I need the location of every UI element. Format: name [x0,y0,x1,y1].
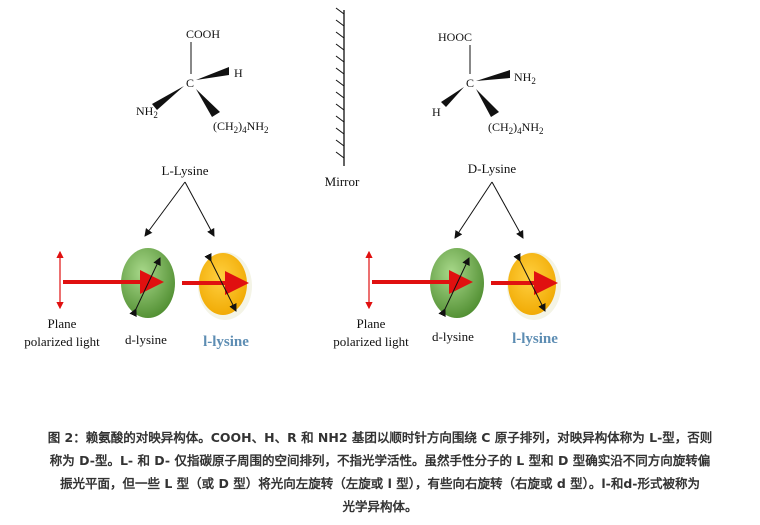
l-lysine-structure: COOH C H NH2 (CH2)4NH2 L-Lysine [136,27,269,237]
plane-label: Plane [357,316,386,331]
caption-line: 振光平面，但一些 L 型（或 D 型）将光向左旋转（左旋或 l 型），有些向右旋… [60,476,700,491]
cooh-label: COOH [186,27,220,41]
carbon-label: C [466,76,474,90]
rotation-arrow [129,257,161,318]
d-lysine-structure: HOOC C NH2 H (CH2)4NH2 D-Lysine [432,30,544,239]
carbon-label: C [186,76,194,90]
d-lysine-name: D-Lysine [468,161,517,176]
l-lysine-label: l-lysine [203,334,249,350]
nh2-label: NH2 [514,70,536,86]
l-lysine-label: l-lysine [512,331,558,347]
caption-line: 光学异构体。 [342,499,418,514]
figure-caption: 图 2：赖氨酸的对映异构体。COOH、H、R 和 NH2 基团以顺时针方向围绕 … [0,426,760,518]
plane-label: Plane [48,316,77,331]
d-lysine-label: d-lysine [125,332,167,347]
caption-line: 称为 D-型。L- 和 D- 仅指碳原子周围的空间排列，不指光学活性。虽然手性分… [49,453,711,468]
side-chain-label: (CH2)4NH2 [488,120,544,136]
polarized-light-label: polarized light [24,334,100,349]
h-label: H [234,66,243,80]
right-polarization-panel: Plane polarized light d-lysine l-lysine [333,248,561,349]
left-polarization-panel: Plane polarized light d-lysine l-lysine [24,248,252,350]
mirror: Mirror [325,7,360,189]
rotation-arrow [513,252,546,312]
rotation-arrow [438,257,470,318]
lysine-enantiomer-diagram: COOH C H NH2 (CH2)4NH2 L-Lysine Mirror H… [24,7,561,350]
caption-line: 图 2：赖氨酸的对映异构体。COOH、H、R 和 NH2 基团以顺时针方向围绕 … [47,430,713,445]
nh2-label: NH2 [136,104,158,120]
mirror-label: Mirror [325,174,360,189]
hooc-label: HOOC [438,30,472,44]
h-label: H [432,105,441,119]
polarized-light-label: polarized light [333,334,409,349]
l-lysine-name: L-Lysine [162,163,209,178]
side-chain-label: (CH2)4NH2 [213,119,269,135]
d-lysine-label: d-lysine [432,329,474,344]
rotation-arrow [204,252,237,312]
